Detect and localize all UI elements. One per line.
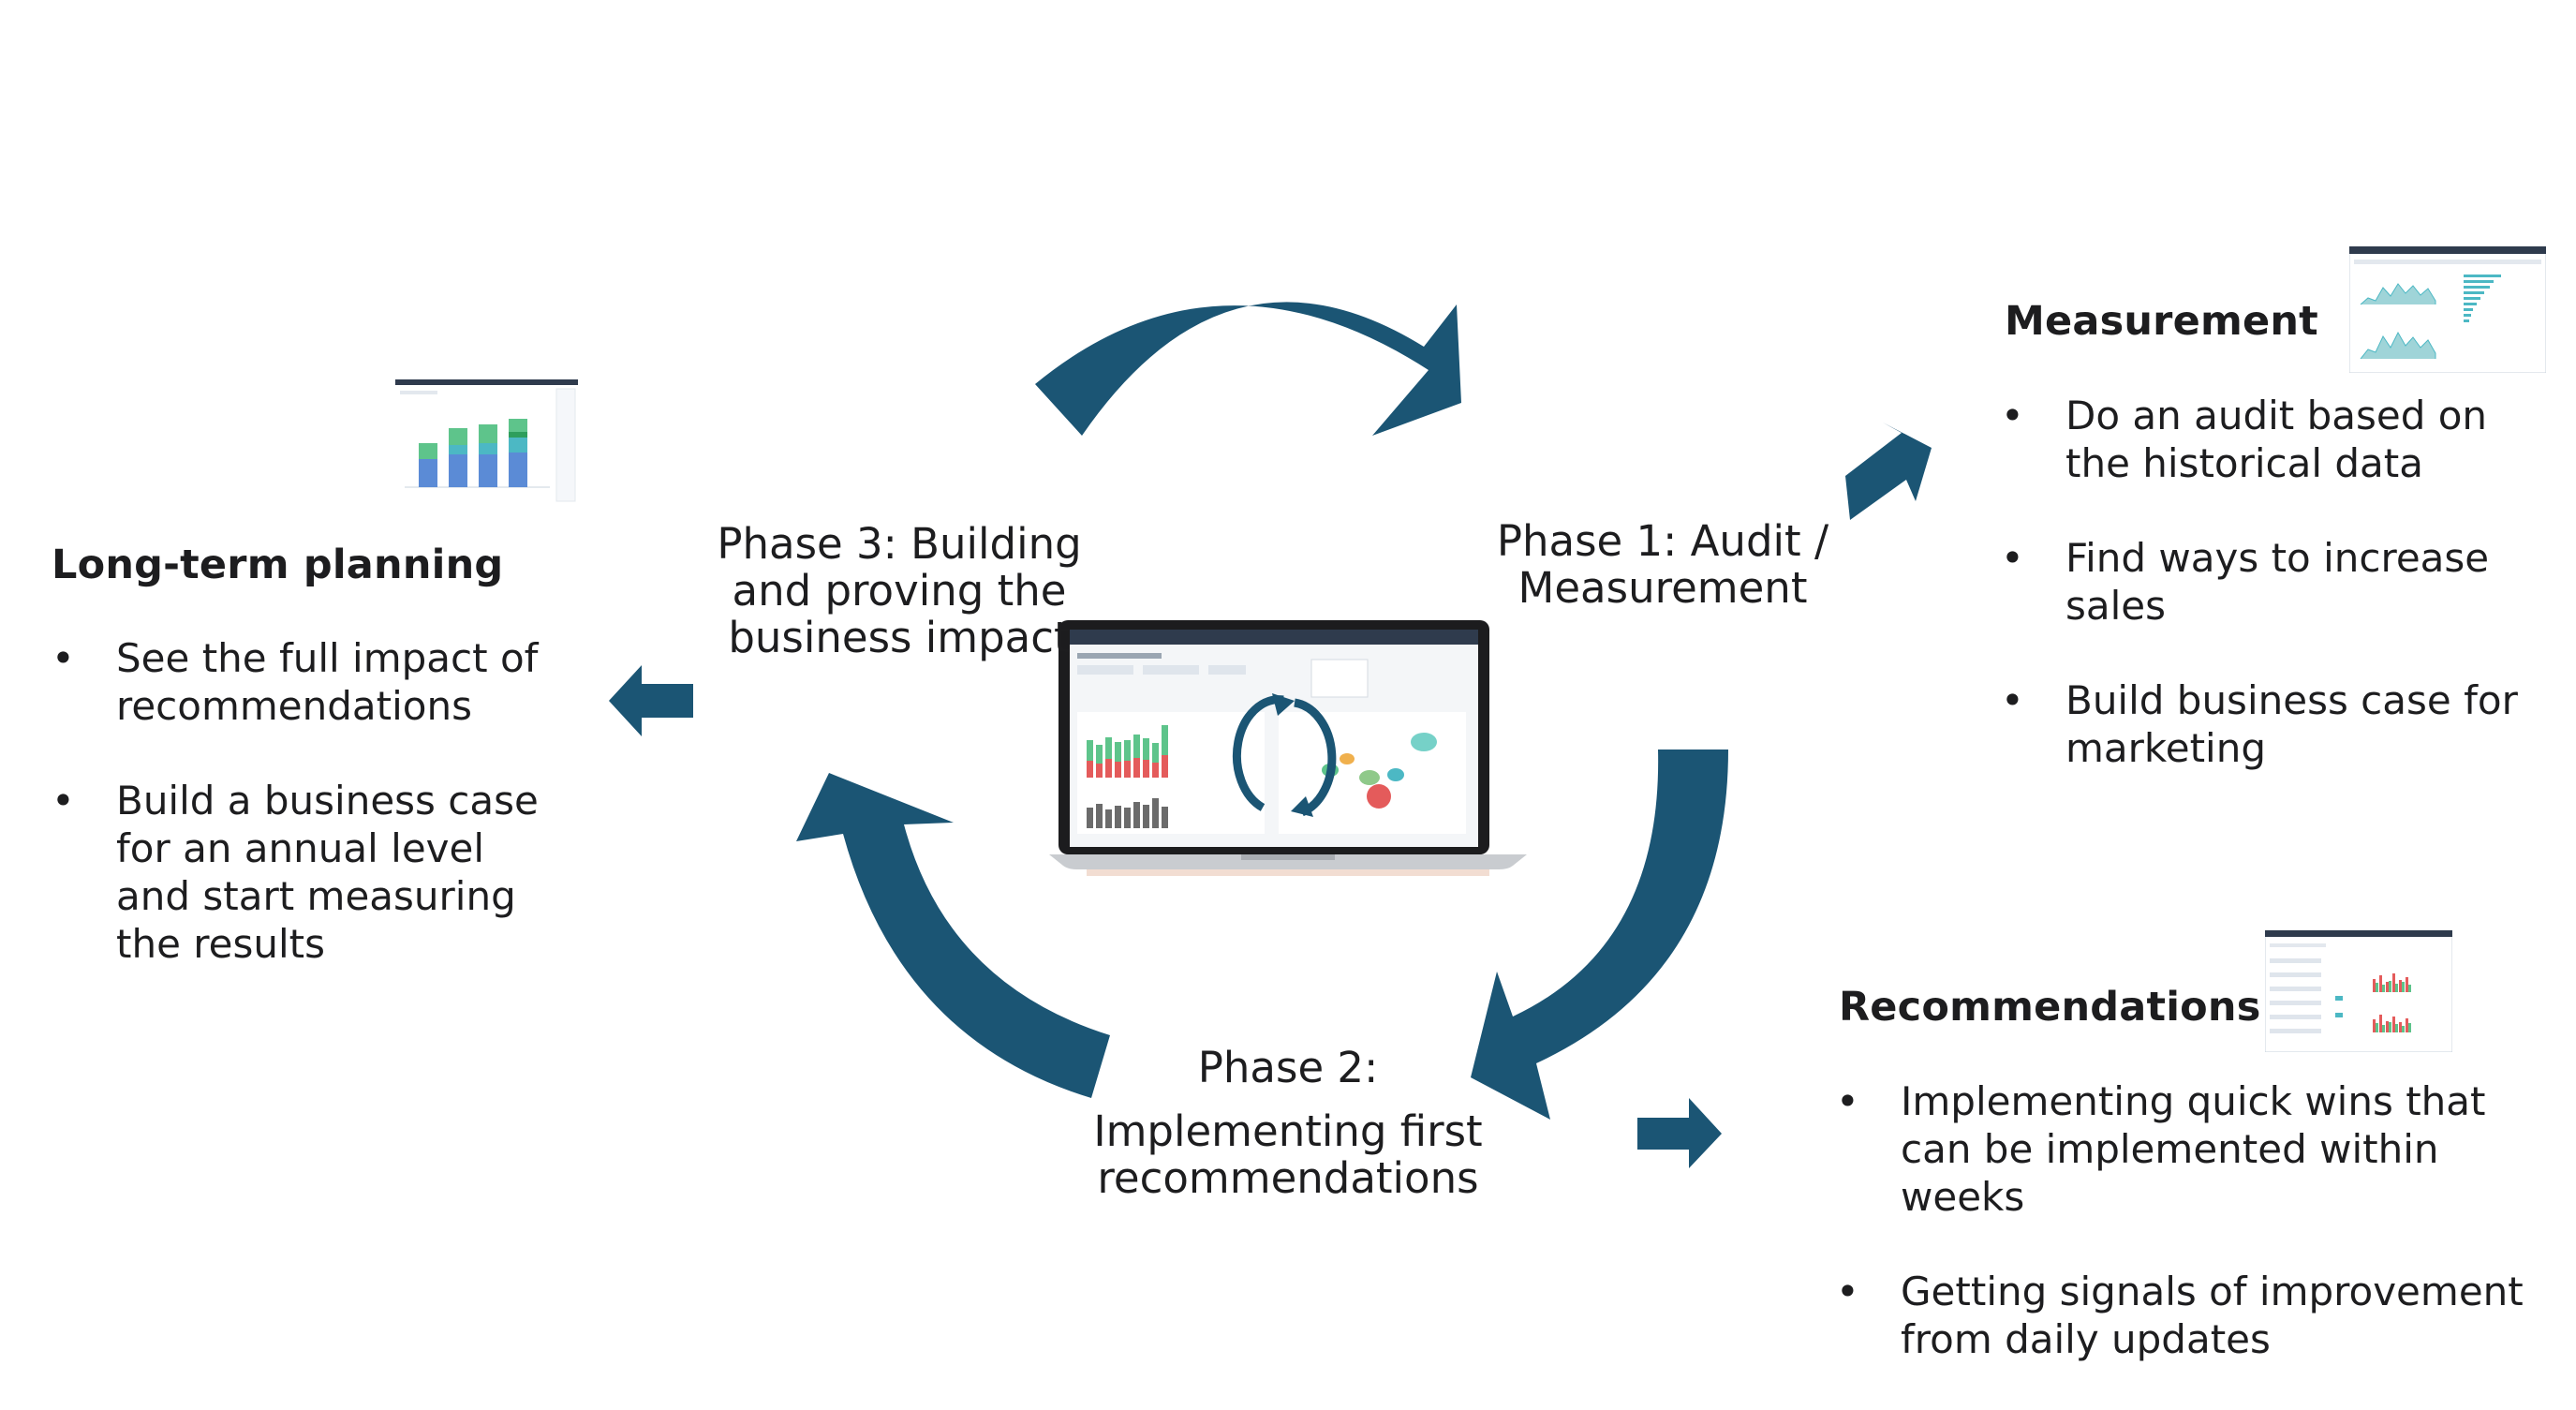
long-term-title: Long-term planning bbox=[52, 542, 504, 588]
phase-2-title: Phase 2: bbox=[1197, 1043, 1379, 1092]
dashboard-thumbnail-icon bbox=[2265, 930, 2452, 1052]
phase-1-label: Phase 1: Audit / Measurement bbox=[1496, 516, 1829, 613]
recommendations-bullet: Getting signals of improvement from dail… bbox=[1836, 1268, 2539, 1363]
phase-2-label: Implementing first recommendations bbox=[1093, 1106, 1483, 1203]
laptop-dashboard-icon bbox=[1049, 620, 1527, 876]
right-cycle-arrow bbox=[1471, 750, 1728, 1120]
phase-3-label: Phase 3: Building and proving the busine… bbox=[717, 519, 1082, 662]
recommendations-bullet: Implementing quick wins that can be impl… bbox=[1836, 1077, 2539, 1221]
cycle-arrow-icon bbox=[1232, 695, 1337, 817]
measurement-bullet: Do an audit based on the historical data bbox=[2001, 392, 2563, 487]
measurement-bullet: Find ways to increase sales bbox=[2001, 534, 2563, 630]
top-cycle-arrow bbox=[1035, 302, 1461, 436]
dashboard-thumbnail-icon bbox=[2349, 246, 2546, 373]
cycle-diagram bbox=[609, 302, 1932, 1168]
long-term-list: See the full impact of recommendations B… bbox=[52, 634, 539, 1015]
arrow-to-long-term bbox=[609, 665, 693, 736]
arrow-to-measurement bbox=[1845, 423, 1932, 520]
recommendations-list: Implementing quick wins that can be impl… bbox=[1836, 1077, 2539, 1410]
long-term-bullet: See the full impact of recommendations bbox=[52, 634, 539, 730]
arrow-to-recommendations bbox=[1637, 1098, 1722, 1168]
measurement-bullet: Build business case for marketing bbox=[2001, 676, 2563, 772]
measurement-title: Measurement bbox=[2005, 298, 2318, 345]
measurement-list: Do an audit based on the historical data… bbox=[2001, 392, 2563, 819]
long-term-bullet: Build a business case for an annual leve… bbox=[52, 777, 539, 968]
dashboard-thumbnail-icon bbox=[395, 379, 578, 506]
recommendations-title: Recommendations bbox=[1839, 984, 2261, 1031]
left-cycle-arrow bbox=[796, 773, 1110, 1098]
